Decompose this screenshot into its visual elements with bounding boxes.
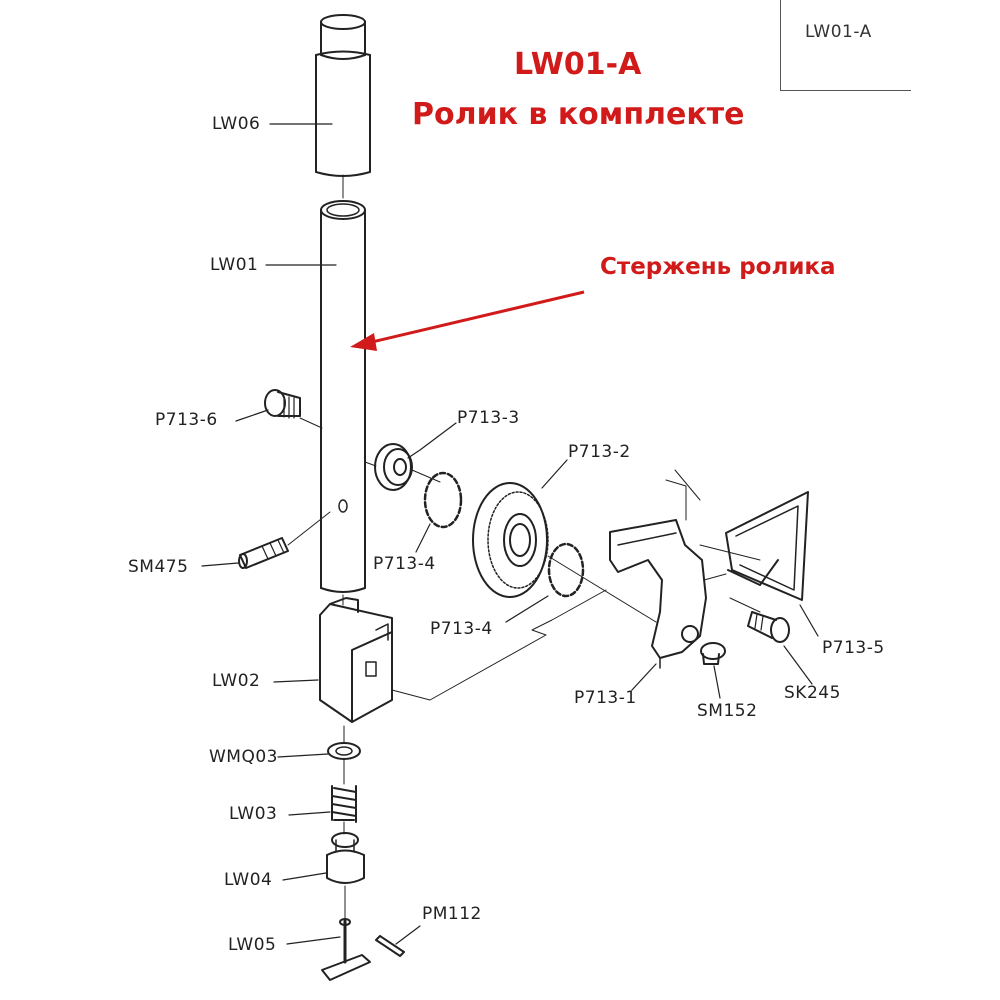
- label-lw04: LW04: [224, 870, 273, 890]
- label-p713-3: P713-3: [457, 408, 520, 428]
- callout-text: Стержень ролика: [600, 254, 836, 280]
- assembly-guide-lines: [287, 417, 761, 919]
- lw02-bracket: [319, 597, 393, 723]
- p713-5-spring: [725, 491, 809, 601]
- label-p713-4-upper: P713-4: [373, 554, 436, 574]
- sm152-screw: [700, 642, 726, 665]
- corner-code: LW01-A: [805, 22, 872, 42]
- p713-3-bushing: [374, 443, 413, 491]
- label-p713-6: P713-6: [155, 410, 218, 430]
- label-lw02: LW02: [212, 671, 261, 691]
- lw03-spring: [331, 785, 357, 823]
- lw01-rod: [320, 200, 366, 593]
- label-sm475: SM475: [128, 557, 189, 577]
- label-p713-4-lower: P713-4: [430, 619, 493, 639]
- label-p713-1: P713-1: [574, 688, 637, 708]
- lw06-sleeve: [315, 14, 371, 177]
- sk245-screw: [747, 611, 790, 643]
- label-leader-lines: [201, 123, 819, 945]
- label-sk245: SK245: [784, 683, 841, 703]
- label-lw06: LW06: [212, 114, 261, 134]
- lw05-key: [321, 918, 371, 981]
- p713-4-ring-lower: [547, 542, 585, 598]
- p713-4-ring-upper: [423, 471, 463, 529]
- title-code: LW01-A: [514, 47, 642, 82]
- label-lw03: LW03: [229, 804, 278, 824]
- label-lw05: LW05: [228, 935, 277, 955]
- pm112-pin: [375, 935, 405, 957]
- label-pm112: PM112: [422, 904, 482, 924]
- p713-6-screw: [264, 389, 301, 419]
- label-lw01: LW01: [210, 255, 259, 275]
- lw04-nut: [326, 832, 365, 884]
- label-sm152: SM152: [697, 701, 758, 721]
- wmq03-washer: [327, 742, 361, 760]
- p713-2-roller: [472, 482, 549, 598]
- title-name: Ролик в комплекте: [412, 97, 745, 132]
- label-wmq03: WMQ03: [209, 747, 278, 767]
- callout-arrow: [350, 290, 585, 351]
- p713-1-arm: [609, 519, 707, 669]
- label-p713-5: P713-5: [822, 638, 885, 658]
- sm475-screw: [238, 537, 289, 569]
- label-p713-2: P713-2: [568, 442, 631, 462]
- corner-code-box: LW01-A: [780, 0, 911, 91]
